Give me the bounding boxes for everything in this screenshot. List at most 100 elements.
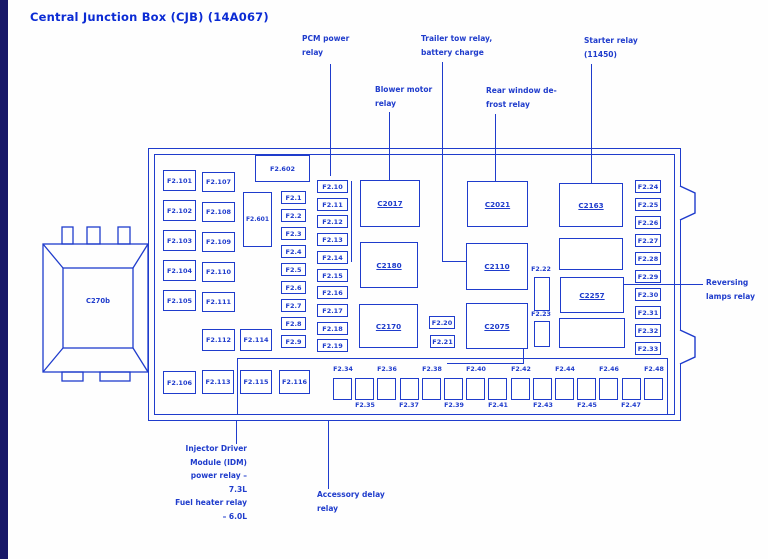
bottom-row-fuse-14 — [622, 378, 641, 400]
fuse-label-f2-22: F2.22 — [531, 266, 551, 273]
relay-label-c2021: C2021 — [484, 199, 511, 209]
fuse-f2-7: F2.7 — [281, 299, 306, 312]
fuse-f2-25: F2.25 — [635, 198, 661, 211]
fuse-f2-3: F2.3 — [281, 227, 306, 240]
right-tab-top — [679, 185, 696, 221]
relay-label-c2017: C2017 — [377, 199, 403, 208]
fuse-f2-102: F2.102 — [163, 200, 196, 221]
fuse-label-f2-39: F2.39 — [444, 402, 464, 409]
fuse-f2-18: F2.18 — [317, 322, 348, 335]
fuse-f2-111: F2.111 — [202, 292, 235, 312]
trailer-tow-relay-line-h — [442, 261, 467, 262]
fuse-label-f2-40: F2.40 — [466, 366, 486, 373]
fuse-f2-10: F2.10 — [317, 180, 348, 193]
fuse-f2-103: F2.103 — [163, 230, 196, 251]
fuse-f2-112: F2.112 — [202, 329, 235, 351]
fuse-f2-26: F2.26 — [635, 216, 661, 229]
relay-c2017: C2017 — [360, 180, 420, 227]
bottom-row-fuse-2 — [355, 378, 374, 400]
fuse-f2-28: F2.28 — [635, 252, 661, 265]
left-connector-shape — [42, 226, 149, 382]
bottom-row-fuse-11 — [555, 378, 574, 400]
fuse-f2-113: F2.113 — [202, 370, 234, 394]
fuse-label-f2-35: F2.35 — [355, 402, 375, 409]
callout-rear-window-defrost-relay: Rear window de- frost relay — [486, 86, 557, 109]
fuse-label-f2-43: F2.43 — [533, 402, 553, 409]
fuse-label-f2-41: F2.41 — [488, 402, 508, 409]
fuse-f2-2: F2.2 — [281, 209, 306, 222]
fuse-f2-1: F2.1 — [281, 191, 306, 204]
relay-c2180: C2180 — [360, 242, 418, 288]
right-tab-bottom — [679, 329, 696, 365]
bottom-row-fuse-10 — [533, 378, 552, 400]
callout-trailer-tow-relay: Trailer tow relay, battery charge — [421, 34, 493, 57]
trailer-tow-relay-line-v — [442, 62, 443, 262]
fuse-f2-17: F2.17 — [317, 304, 348, 317]
relay-label-c2075: C2075 — [484, 321, 510, 331]
bottom-row-fuse-3 — [377, 378, 396, 400]
rear-defrost-relay-line — [495, 114, 496, 181]
fuse-f2-29: F2.29 — [635, 270, 661, 283]
callout-reversing-lamps-relay: Reversing lamps relay — [706, 278, 755, 301]
fuse-f2-5: F2.5 — [281, 263, 306, 276]
cjb-right-tabs — [679, 185, 696, 365]
internal-trace-c2075-v — [523, 349, 524, 364]
callout-accessory-delay-relay: Accessory delay relay — [317, 490, 385, 513]
relay-blank-lower — [559, 318, 625, 348]
relay-label-c2180: C2180 — [376, 260, 402, 270]
fuse-f2-24: F2.24 — [635, 180, 661, 193]
pcm-power-relay-line — [330, 64, 331, 176]
fuse-f2-33: F2.33 — [635, 342, 661, 355]
fuse-f2-21: F2.21 — [430, 335, 455, 348]
bottom-row-fuse-15 — [644, 378, 663, 400]
fuse-label-f2-47: F2.47 — [621, 402, 641, 409]
fuse-f2-109: F2.109 — [202, 232, 235, 252]
fuse-f2-4: F2.4 — [281, 245, 306, 258]
connector-bottom-tab-2 — [99, 371, 131, 382]
accessory-delay-relay-line — [328, 421, 329, 489]
relay-c2021: C2021 — [467, 181, 528, 227]
bottom-row-fuse-6 — [444, 378, 463, 400]
callout-injector-driver-module: Injector Driver Module (IDM) power relay… — [175, 444, 247, 521]
fuse-f2-101: F2.101 — [163, 170, 196, 191]
connector-outer-rect — [42, 243, 149, 373]
fuse-f2-13: F2.13 — [317, 233, 348, 246]
fuse-f2-16: F2.16 — [317, 286, 348, 299]
page-title: Central Junction Box (CJB) (14A067) — [30, 10, 269, 24]
fuse-f2-6: F2.6 — [281, 281, 306, 294]
reversing-lamps-relay-line — [624, 284, 703, 285]
relay-c2170: C2170 — [359, 304, 418, 348]
callout-pcm-power-relay: PCM power relay — [302, 34, 350, 57]
bottom-row-fuse-12 — [577, 378, 596, 400]
bottom-row-fuse-8 — [488, 378, 507, 400]
relay-c2257: C2257 — [560, 277, 624, 313]
relay-label-c2170: C2170 — [375, 321, 402, 331]
internal-trace-left — [351, 181, 352, 262]
fuse-label-f2-42: F2.42 — [511, 366, 531, 373]
fuse-f2-11: F2.11 — [317, 198, 348, 211]
bottom-row-fuse-9 — [511, 378, 530, 400]
fuse-f2-602: F2.602 — [255, 155, 310, 182]
connector-top-tab-1 — [61, 226, 74, 245]
bottom-row-fuse-1 — [333, 378, 352, 400]
fuse-label-f2-45: F2.45 — [577, 402, 597, 409]
fuse-f2-19: F2.19 — [317, 339, 348, 352]
fuse-label-f2-48: F2.48 — [644, 366, 664, 373]
relay-label-c2163: C2163 — [578, 200, 604, 210]
fuse-f2-23-box — [534, 321, 550, 347]
fuse-label-f2-36: F2.36 — [377, 366, 397, 373]
internal-trace-c2075-h — [447, 363, 524, 364]
fuse-f2-8: F2.8 — [281, 317, 306, 330]
injector-module-line — [236, 421, 237, 444]
fuse-f2-31: F2.31 — [635, 306, 661, 319]
fuse-label-f2-34: F2.34 — [333, 366, 353, 373]
fuse-label-f2-37: F2.37 — [399, 402, 419, 409]
relay-c2110: C2110 — [466, 243, 528, 290]
bottom-row-fuse-5 — [422, 378, 441, 400]
fuse-f2-114: F2.114 — [240, 329, 272, 351]
fuse-f2-32: F2.32 — [635, 324, 661, 337]
fuse-f2-107: F2.107 — [202, 172, 235, 192]
page-left-edge-bar — [0, 0, 8, 559]
fuse-f2-22-box — [534, 277, 550, 311]
